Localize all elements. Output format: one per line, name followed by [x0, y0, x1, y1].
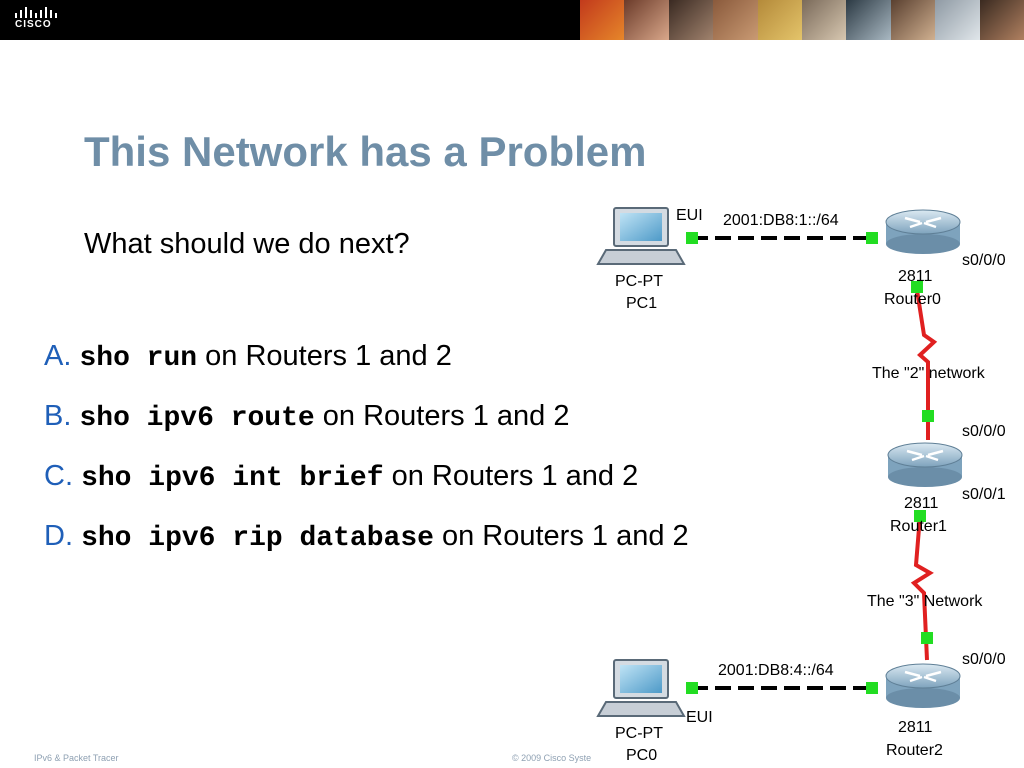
photo-tile [979, 0, 1024, 40]
option-suffix: on Routers 1 and 2 [391, 460, 639, 492]
slide-title: This Network has a Problem [84, 128, 647, 175]
pc0-name-label: PC0 [626, 747, 657, 764]
router1-model-label: 2811 [904, 495, 939, 512]
header-banner: CISCO [0, 0, 1024, 40]
router1-name-label: Router1 [890, 518, 947, 535]
link-bottom-label: 2001:DB8:4::/64 [718, 662, 834, 679]
pc0-type-label: PC-PT [615, 725, 663, 742]
router0-name-label: Router0 [884, 291, 941, 308]
status-light [686, 232, 698, 244]
photo-tile [935, 0, 980, 40]
option-command: sho ipv6 rip database [81, 523, 434, 554]
photo-tile [713, 0, 758, 40]
option-letter: C. [44, 460, 73, 492]
option-command: sho ipv6 int brief [81, 463, 384, 494]
status-light [866, 682, 878, 694]
option-suffix: on Routers 1 and 2 [441, 520, 689, 552]
photo-strip [580, 0, 1024, 40]
cisco-logo-icon [15, 7, 57, 18]
photo-tile [890, 0, 936, 40]
pc0-port-label: EUI [686, 709, 713, 726]
router1-icon[interactable] [887, 442, 963, 487]
footer-course: IPv6 & Packet Tracer [34, 753, 119, 763]
pc1-port-label: EUI [676, 207, 703, 224]
router0-port-label: s0/0/0 [962, 252, 1006, 269]
option-suffix: on Routers 1 and 2 [205, 340, 452, 372]
option-letter: A. [44, 340, 72, 372]
serial-link-2 [915, 289, 938, 440]
photo-tile [624, 0, 669, 40]
pc1-type-label: PC-PT [615, 273, 663, 290]
option-d: D. sho ipv6 rip database on Routers 1 an… [44, 516, 689, 576]
pc0-icon[interactable] [596, 659, 686, 717]
pc1-icon[interactable] [596, 207, 686, 265]
option-c: C. sho ipv6 int brief on Routers 1 and 2 [44, 456, 689, 516]
router2-port-label: s0/0/0 [962, 651, 1006, 668]
router0-icon[interactable] [885, 209, 961, 254]
photo-tile [668, 0, 714, 40]
serial-link-3 [910, 515, 934, 661]
router2-icon[interactable] [885, 663, 961, 708]
answer-options: A. sho run on Routers 1 and 2 B. sho ipv… [44, 336, 689, 576]
router1-port-top-label: s0/0/0 [962, 423, 1006, 440]
option-b: B. sho ipv6 route on Routers 1 and 2 [44, 396, 689, 456]
link-top-label: 2001:DB8:1::/64 [723, 212, 839, 229]
photo-tile [846, 0, 891, 40]
router2-name-label: Router2 [886, 742, 943, 759]
router0-model-label: 2811 [898, 268, 933, 285]
photo-tile [580, 0, 625, 40]
footer-copyright: © 2009 Cisco Syste [512, 753, 592, 763]
logo-text: CISCO [15, 19, 52, 30]
photo-tile [802, 0, 847, 40]
status-light [686, 682, 698, 694]
status-light [914, 510, 926, 522]
status-light [922, 410, 934, 422]
option-letter: D. [44, 520, 73, 552]
photo-tile [757, 0, 803, 40]
option-command: sho ipv6 route [79, 403, 315, 434]
option-letter: B. [44, 400, 72, 432]
slide-subtitle: What should we do next? [84, 228, 410, 260]
net3-label: The "3" Network [867, 593, 983, 610]
option-suffix: on Routers 1 and 2 [322, 400, 570, 432]
net2-label: The "2" network [872, 365, 986, 382]
pc1-name-label: PC1 [626, 295, 657, 312]
option-command: sho run [79, 343, 198, 374]
status-light [866, 232, 878, 244]
status-light [921, 632, 933, 644]
router2-model-label: 2811 [898, 719, 933, 736]
option-a: A. sho run on Routers 1 and 2 [44, 336, 689, 396]
router1-port-bottom-label: s0/0/1 [962, 486, 1006, 503]
status-light [911, 281, 923, 293]
